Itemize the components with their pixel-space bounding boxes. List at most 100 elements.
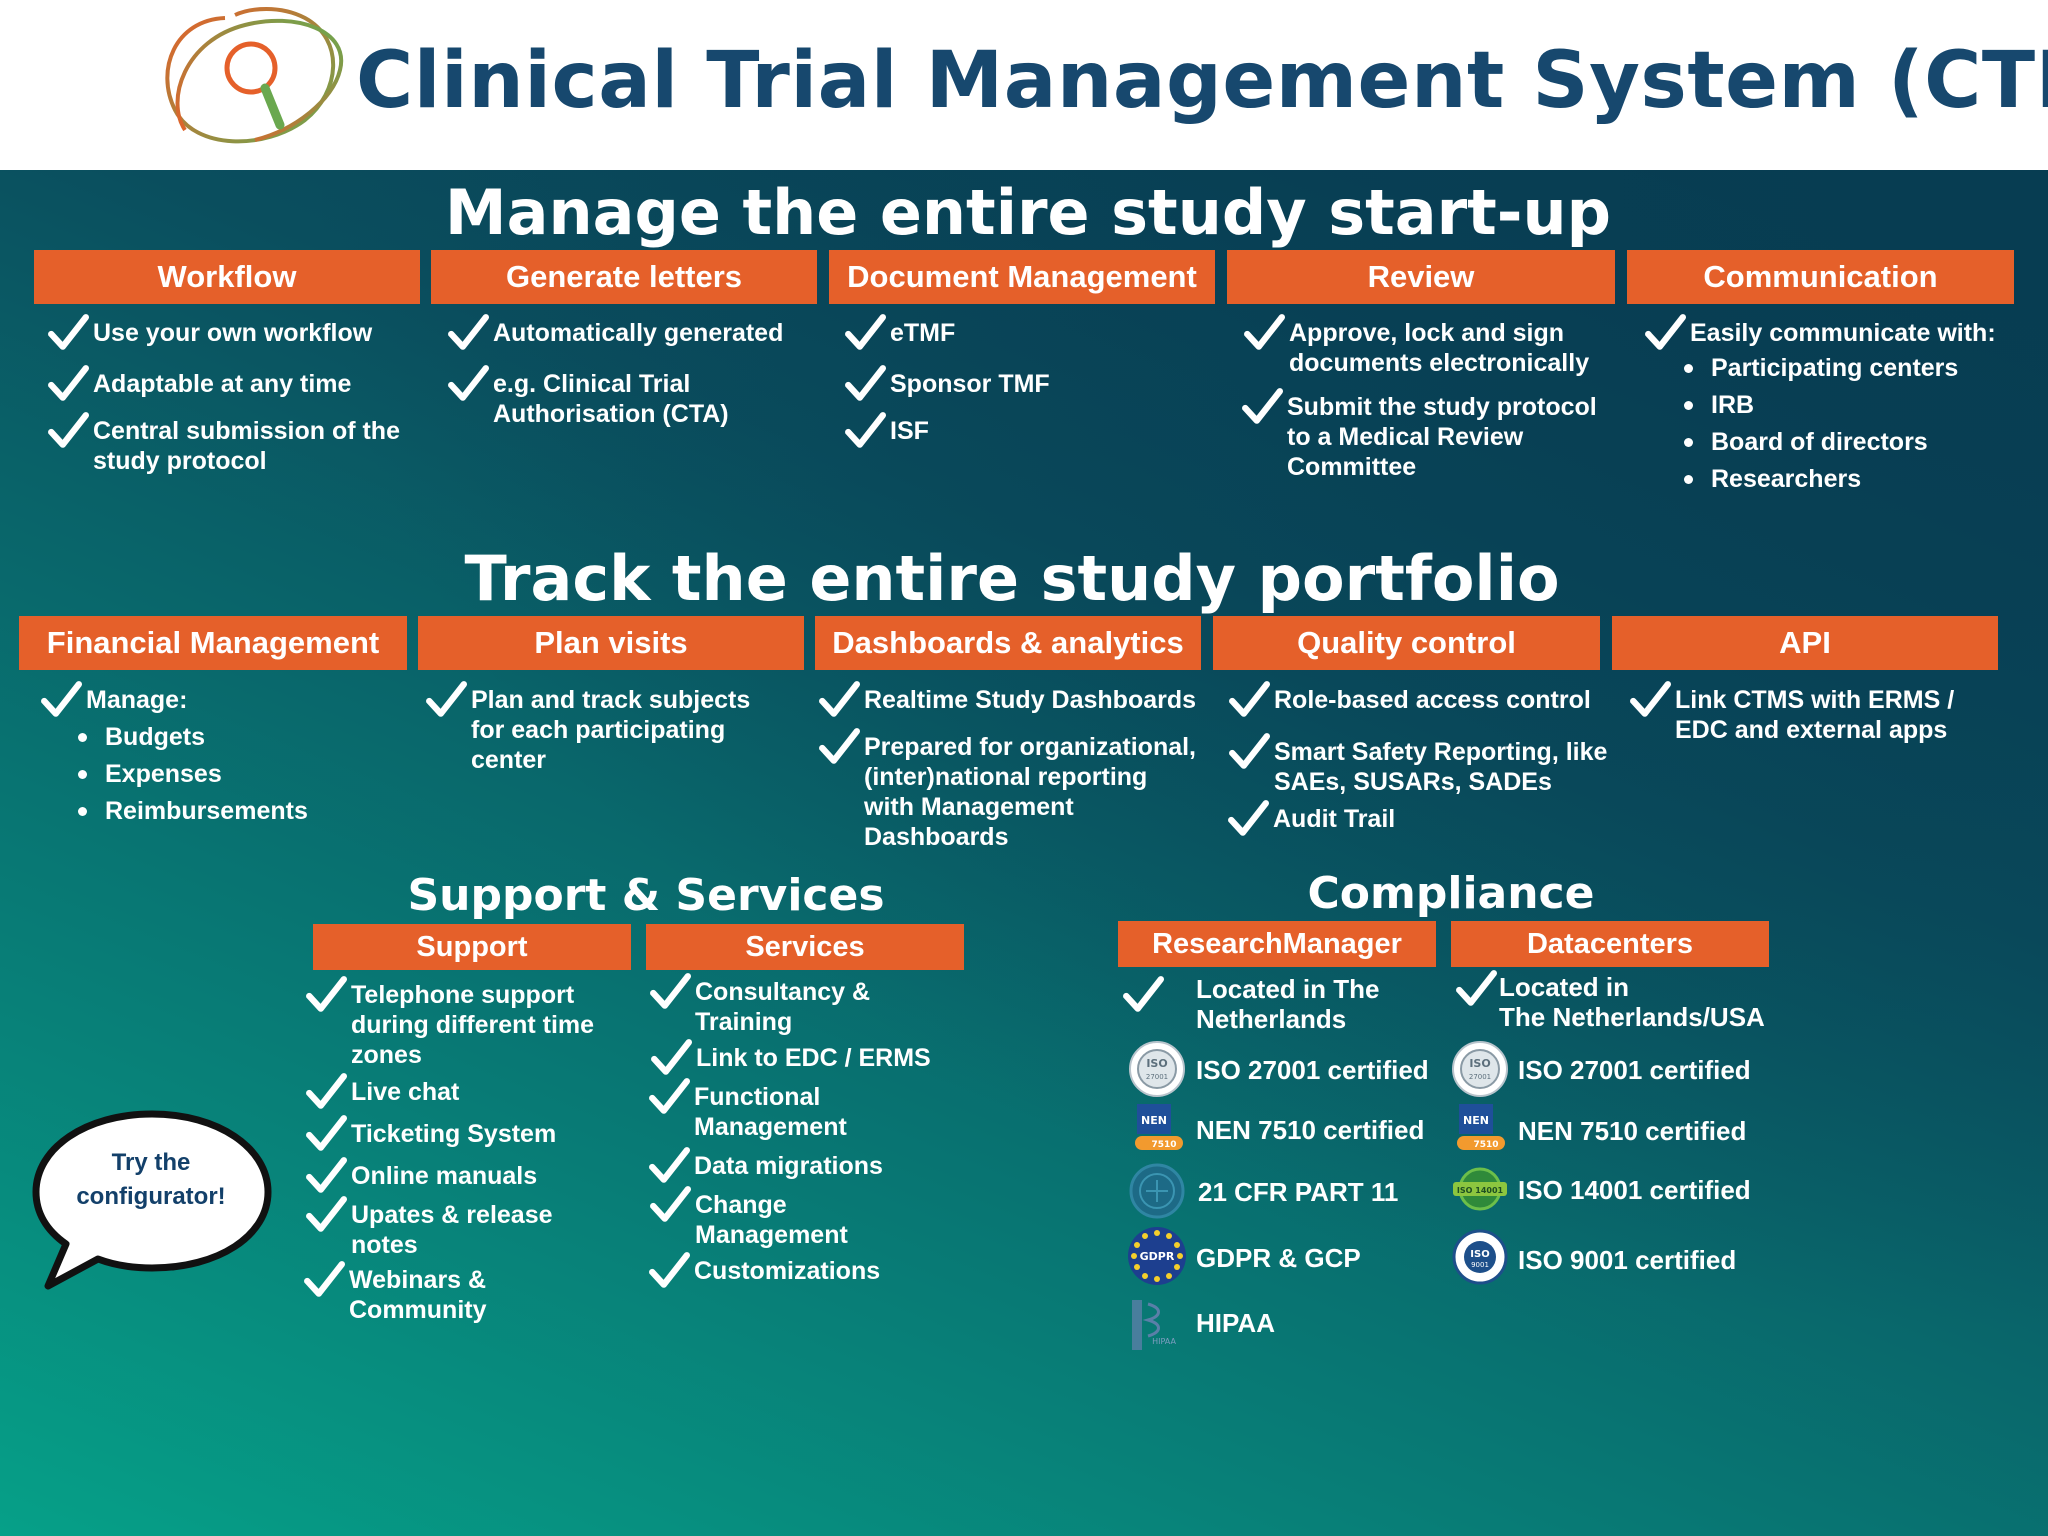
bullet-item: Board of directors [1681, 427, 2001, 464]
speech-bubble-icon[interactable] [28, 1108, 276, 1294]
checklist-item: Realtime Study Dashboards [819, 681, 1204, 717]
portfolio-header-plan-visits: Plan visits [418, 616, 804, 670]
checklist-item: Data migrations [649, 1147, 984, 1183]
item-text: eTMF [890, 319, 956, 347]
cfr-part-11-seal-icon [1129, 1163, 1185, 1219]
checklist-item: Link to EDC / ERMS [651, 1039, 986, 1075]
item-text: Change Management [695, 1191, 848, 1249]
checklist-item: Link CTMS with ERMS / EDC and external a… [1630, 681, 2005, 745]
checklist-item: Manage: [41, 681, 386, 717]
badge-text: NEN [1141, 1114, 1167, 1127]
item-text: Manage: [86, 686, 188, 714]
item-text: Data migrations [694, 1152, 883, 1180]
support-services-title: Support & Services [407, 870, 885, 921]
startup-header-communication: Communication [1627, 250, 2014, 304]
checklist-item: ISF [845, 412, 1210, 448]
checklist-item: Consultancy & Training [650, 973, 985, 1037]
iso-27001-badge-icon: ISO 27001 [1452, 1041, 1508, 1097]
checklist-item: Submit the study protocol to a Medical R… [1242, 388, 1617, 482]
compliance-title: Compliance [1307, 868, 1595, 919]
item-text: Consultancy & Training [695, 978, 871, 1036]
content-panel [0, 170, 2048, 1536]
badge-text: GDPR [1140, 1250, 1175, 1263]
configurator-callout[interactable]: Try the configurator! [76, 1149, 226, 1210]
cert-label: 21 CFR PART 11 [1198, 1177, 1399, 1207]
services-header: Services [646, 924, 964, 970]
checklist-item: Automatically generated [448, 314, 823, 350]
item-text: Central submission of the study protocol [93, 417, 400, 475]
badge-text: HIPAA [1152, 1337, 1176, 1346]
checkmark-icon [818, 726, 860, 768]
startup-section-title: Manage the entire study start-up [444, 176, 1612, 249]
checklist-item: Role-based access control [1229, 681, 1614, 717]
badge-subtext: 7510 [1473, 1140, 1498, 1150]
checkmark-icon [47, 312, 89, 354]
iso-27001-badge-icon: ISO 27001 [1129, 1041, 1185, 1097]
magnifier-swirl-logo-icon [165, 7, 344, 144]
item-text: Automatically generated [493, 319, 784, 347]
checklist-item: eTMF [845, 314, 1210, 350]
badge-subtext: 27001 [1469, 1073, 1491, 1081]
checklist-item: Webinars & Community [304, 1261, 629, 1325]
checklist-item: Live chat [306, 1073, 631, 1109]
nen-7510-badge-icon: NEN 7510 [1457, 1104, 1505, 1150]
checklist-item: Located in The Netherlands [1123, 974, 1436, 1034]
cert-label: NEN 7510 certified [1196, 1115, 1425, 1145]
badge-subtext: 9001 [1471, 1261, 1489, 1269]
bullet-item: Reimbursements [75, 796, 375, 833]
portfolio-header-dashboards-analytics: Dashboards & analytics [815, 616, 1201, 670]
checkmark-icon [650, 1037, 692, 1079]
badge-subtext: 7510 [1151, 1140, 1176, 1150]
item-text: Approve, lock and sign documents electro… [1289, 319, 1590, 377]
cert-label: NEN 7510 certified [1518, 1116, 1747, 1146]
datacenters-header: Datacenters [1451, 921, 1769, 967]
checkmark-icon [1228, 731, 1270, 773]
item-text: Realtime Study Dashboards [864, 686, 1197, 714]
checkmark-icon [844, 312, 886, 354]
checkmark-icon [305, 1155, 347, 1197]
item-text: Located in The Netherlands/USA [1499, 972, 1765, 1032]
checkmark-icon [1228, 679, 1270, 721]
checklist-item: Audit Trail [1228, 800, 1613, 836]
item-text: ISF [890, 417, 929, 445]
page-title: Clinical Trial Management System (CTMS) [356, 36, 2048, 126]
checkmark-icon [1629, 679, 1671, 721]
iso-14001-badge-icon: ISO 14001 [1453, 1167, 1507, 1211]
checkmark-icon [844, 410, 886, 452]
portfolio-header-quality-control: Quality control [1213, 616, 1600, 670]
checklist-item: Located in The Netherlands/USA [1456, 970, 1799, 1032]
badge-text: ISO [1146, 1057, 1167, 1070]
cert-label: HIPAA [1196, 1308, 1275, 1338]
item-text: Link to EDC / ERMS [696, 1044, 931, 1072]
checkmark-icon [47, 410, 89, 452]
item-text: Live chat [351, 1078, 460, 1106]
gdpr-stars-icon: GDPR [1128, 1227, 1186, 1285]
checkmark-icon [303, 1259, 345, 1301]
checklist-item: Online manuals [306, 1157, 631, 1193]
portfolio-header-financial-management: Financial Management [19, 616, 407, 670]
checklist-item: Easily communicate with: [1645, 314, 2020, 350]
badge-text: ISO [1469, 1057, 1490, 1070]
header: Clinical Trial Management System (CTMS) [0, 0, 2048, 170]
startup-header-generate-letters: Generate letters [431, 250, 817, 304]
checkmark-icon [1644, 312, 1686, 354]
badge-text: NEN [1463, 1114, 1489, 1127]
checkmark-icon [648, 1145, 690, 1187]
item-text: Located in The Netherlands [1196, 974, 1380, 1034]
checkmark-icon [447, 312, 489, 354]
checkmark-icon [1227, 798, 1269, 840]
item-text: Adaptable at any time [93, 370, 352, 398]
bullet-item: IRB [1681, 390, 2001, 427]
badge-text: ISO 14001 [1457, 1186, 1504, 1195]
checkmark-icon [305, 1071, 347, 1113]
checkmark-icon [1243, 312, 1285, 354]
checklist-item: Central submission of the study protocol [48, 412, 423, 476]
item-text: Online manuals [351, 1162, 538, 1190]
financial-bullet-list: Budgets Expenses Reimbursements [75, 722, 375, 833]
startup-header-document-management: Document Management [829, 250, 1215, 304]
startup-header-review: Review [1227, 250, 1615, 304]
item-text: Audit Trail [1273, 805, 1396, 833]
checklist-item: Approve, lock and sign documents electro… [1244, 314, 1619, 378]
research-manager-header: ResearchManager [1118, 921, 1436, 967]
